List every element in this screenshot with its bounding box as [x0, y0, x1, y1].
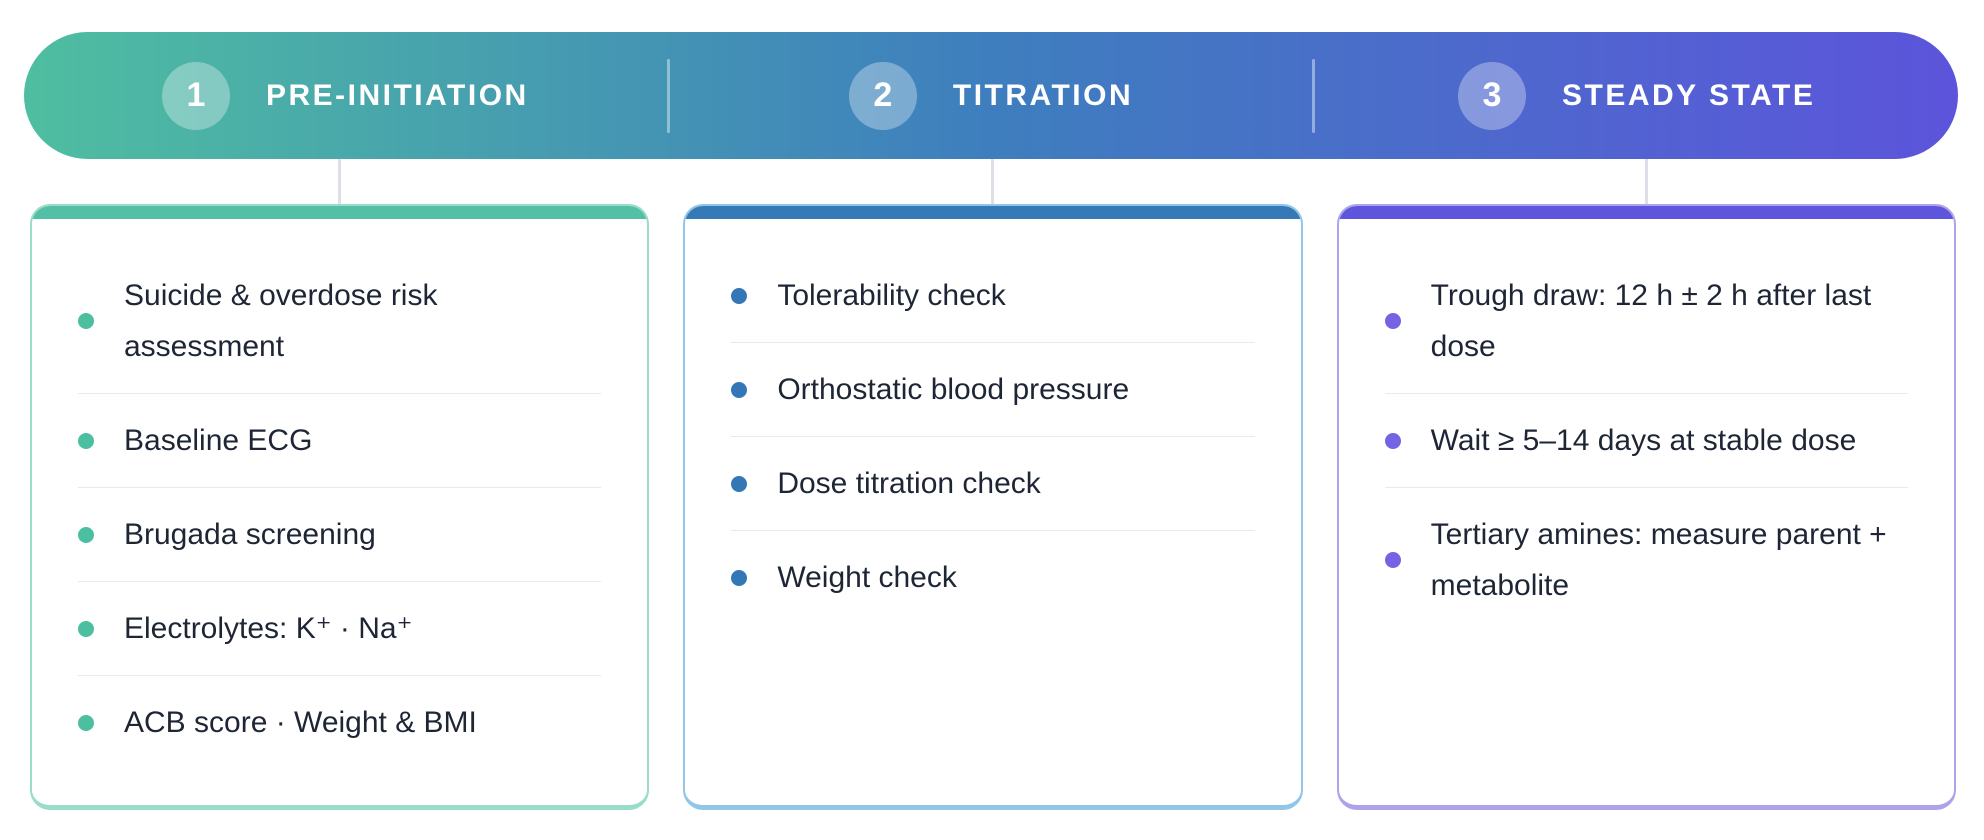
bullet-icon — [731, 287, 748, 304]
checklist-item-text: Dose titration check — [777, 467, 1041, 500]
bullet-icon — [731, 381, 748, 398]
phase-card-2: Tolerability check Orthostatic blood pre… — [683, 204, 1303, 810]
card-accent-band — [1338, 206, 1954, 219]
phase-header-3: 3 STEADY STATE — [1315, 32, 1958, 159]
checklist-item: Electrolytes: K⁺ · Na⁺ — [78, 582, 602, 676]
card-accent-band — [685, 206, 1301, 219]
phase-label: PRE-INITIATION — [265, 78, 529, 112]
checklist: Tolerability check Orthostatic blood pre… — [685, 219, 1300, 624]
checklist-item-text: Brugada screening — [124, 518, 376, 551]
checklist-item-text: Electrolytes: K⁺ · Na⁺ — [124, 612, 413, 645]
checklist-item-text: Orthostatic blood pressure — [777, 373, 1130, 406]
checklist: Suicide & overdose risk assessment Basel… — [32, 219, 647, 769]
card-accent-band — [32, 206, 648, 219]
checklist-item-text: Tertiary amines: measure parent + metabo… — [1430, 518, 1887, 602]
bullet-icon — [1384, 313, 1401, 329]
checklist: Trough draw: 12 h ± 2 h after last dose … — [1339, 219, 1954, 632]
checklist-item-text: Baseline ECG — [124, 424, 313, 457]
checklist-item: Suicide & overdose risk assessment — [78, 249, 602, 394]
connector-line-1 — [338, 159, 341, 205]
phase-header-bar: 1 PRE-INITIATION 2 TITRATION 3 STEADY ST… — [24, 32, 1958, 159]
bullet-icon — [1384, 552, 1401, 568]
phase-divider — [666, 58, 670, 133]
checklist-item-text: Suicide & overdose risk assessment — [124, 279, 438, 363]
phase-number-badge: 1 — [161, 61, 230, 130]
checklist-item: Tolerability check — [731, 249, 1255, 343]
phase-number-badge: 3 — [1458, 61, 1526, 130]
checklist-item: Baseline ECG — [78, 394, 602, 488]
bullet-icon — [78, 620, 94, 637]
checklist-item: Brugada screening — [78, 488, 602, 582]
phase-header-1: 1 PRE-INITIATION — [24, 32, 667, 159]
checklist-item-text: Weight check — [777, 561, 957, 594]
connector-line-2 — [991, 159, 994, 205]
connector-line-3 — [1645, 159, 1648, 205]
bullet-icon — [731, 569, 748, 586]
phase-card-3: Trough draw: 12 h ± 2 h after last dose … — [1336, 204, 1956, 810]
phase-card-1: Suicide & overdose risk assessment Basel… — [30, 204, 650, 810]
phase-number-badge: 2 — [848, 61, 917, 130]
phase-label: STEADY STATE — [1562, 78, 1816, 112]
bullet-icon — [78, 714, 94, 731]
bullet-icon — [78, 432, 94, 449]
bullet-icon — [78, 313, 94, 329]
checklist-item-text: Wait ≥ 5–14 days at stable dose — [1430, 424, 1857, 457]
bullet-icon — [731, 475, 748, 492]
checklist-item-text: Trough draw: 12 h ± 2 h after last dose — [1430, 279, 1872, 363]
checklist-item: ACB score · Weight & BMI — [78, 676, 601, 769]
cards-row: Suicide & overdose risk assessment Basel… — [30, 204, 1956, 810]
checklist-item: Trough draw: 12 h ± 2 h after last dose — [1384, 249, 1908, 394]
checklist-item-text: ACB score · Weight & BMI — [124, 706, 477, 739]
bullet-icon — [78, 526, 94, 543]
checklist-item: Weight check — [731, 531, 1254, 624]
checklist-item: Orthostatic blood pressure — [731, 343, 1255, 437]
checklist-item-text: Tolerability check — [777, 279, 1006, 312]
bullet-icon — [1384, 432, 1401, 449]
checklist-item: Dose titration check — [731, 437, 1255, 531]
phase-header-2: 2 TITRATION — [670, 32, 1313, 159]
checklist-item: Wait ≥ 5–14 days at stable dose — [1384, 394, 1908, 488]
phase-divider — [1312, 58, 1316, 133]
phase-label: TITRATION — [952, 78, 1134, 112]
checklist-item: Tertiary amines: measure parent + metabo… — [1384, 488, 1908, 632]
